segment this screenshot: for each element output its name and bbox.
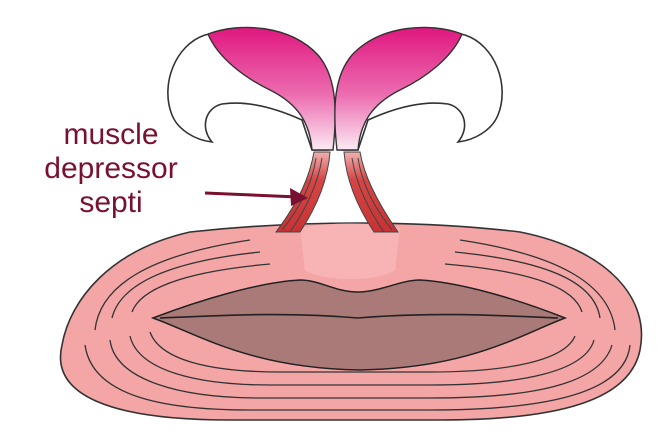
label-line-3: septi xyxy=(79,186,143,219)
mouth xyxy=(150,279,568,371)
alar-cartilage xyxy=(167,26,503,151)
label-line-1: muscle xyxy=(63,118,159,151)
label-line-2: depressor xyxy=(44,152,178,185)
label-arrow xyxy=(204,188,308,206)
muscle-label: muscle depressor septi xyxy=(26,118,196,220)
